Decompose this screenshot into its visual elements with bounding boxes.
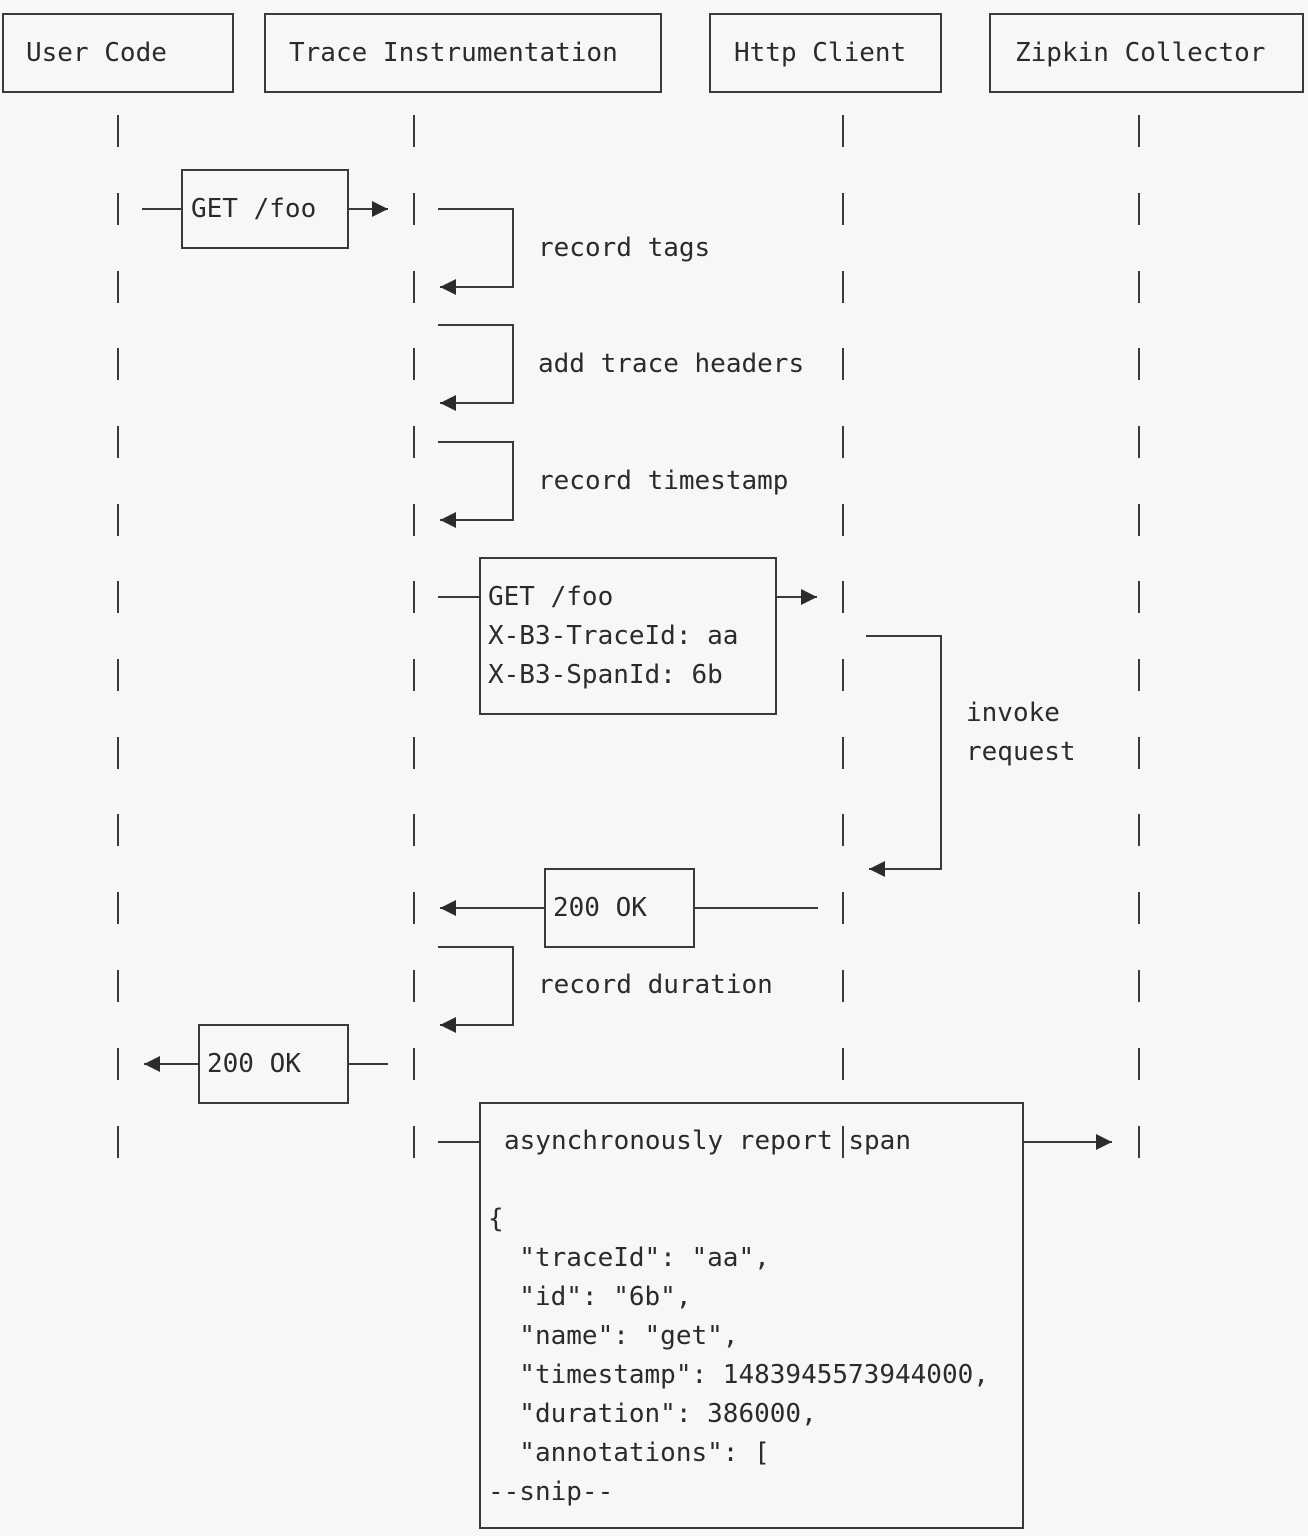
message-label: asynchronously report span xyxy=(504,1126,911,1156)
message-line: request xyxy=(966,737,1076,767)
span-json-line: "annotations": [ xyxy=(488,1438,770,1468)
message-line: X-B3-SpanId: 6b xyxy=(488,660,723,690)
message-record-tags: record tags xyxy=(438,208,710,295)
message-label: record duration xyxy=(538,970,773,1000)
participant-http-client: Http Client xyxy=(709,13,942,93)
message-label: 200 OK xyxy=(207,1049,301,1079)
span-json-line: "id": "6b", xyxy=(488,1282,692,1312)
message-invoke-request: invoke request xyxy=(866,635,1076,877)
participant-zipkin-collector: Zipkin Collector xyxy=(989,13,1304,93)
span-json-line: { xyxy=(488,1204,504,1234)
span-json-line: --snip-- xyxy=(488,1477,613,1507)
span-json-line: "traceId": "aa", xyxy=(488,1243,770,1273)
message-get-foo-request: GET /foo xyxy=(142,169,388,249)
participant-label: Zipkin Collector xyxy=(1015,38,1265,68)
message-record-duration: record duration xyxy=(438,946,773,1033)
span-json-line: "timestamp": 1483945573944000, xyxy=(488,1360,989,1390)
message-label: record tags xyxy=(538,233,710,263)
lifelines xyxy=(117,115,1140,1158)
message-label: add trace headers xyxy=(538,349,804,379)
message-line: GET /foo xyxy=(488,582,613,612)
message-report-span: asynchronously report span { "traceId": … xyxy=(438,1102,1112,1529)
participant-trace-instrumentation: Trace Instrumentation xyxy=(264,13,662,93)
span-json-line: "duration": 386000, xyxy=(488,1399,817,1429)
message-line: X-B3-TraceId: aa xyxy=(488,621,738,651)
message-200-ok-response: 200 OK xyxy=(440,868,818,948)
participant-user-code: User Code xyxy=(2,13,234,93)
span-json-line: "name": "get", xyxy=(488,1321,738,1351)
message-label: 200 OK xyxy=(553,893,647,923)
participant-label: User Code xyxy=(26,38,167,68)
participant-label: Http Client xyxy=(734,38,906,68)
message-get-foo-with-headers: GET /foo X-B3-TraceId: aa X-B3-SpanId: 6… xyxy=(438,557,817,715)
message-record-timestamp: record timestamp xyxy=(438,441,788,528)
message-label: record timestamp xyxy=(538,466,788,496)
message-add-trace-headers: add trace headers xyxy=(438,324,804,411)
message-label: GET /foo xyxy=(191,194,316,224)
participant-label: Trace Instrumentation xyxy=(289,38,618,68)
span-json-payload: { "traceId": "aa", "id": "6b", "name": "… xyxy=(488,1204,989,1507)
message-line: invoke xyxy=(966,698,1060,728)
message-200-ok-return: 200 OK xyxy=(144,1024,388,1104)
